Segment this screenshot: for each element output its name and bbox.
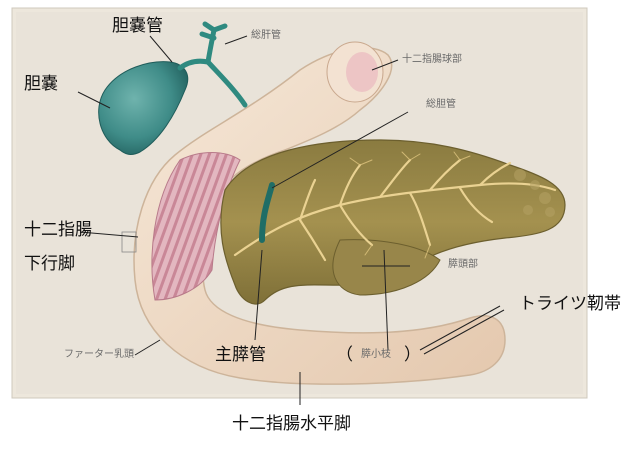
label-paren-close: ） [404,347,421,364]
label-cystic-duct: 胆嚢管 [112,18,163,35]
label-main-pancreatic-duct: 主膵管 [215,347,266,364]
label-pancreas-head: 膵頭部 [448,260,478,270]
label-descending-duodenum-2: 下行脚 [24,256,75,273]
label-duct-branch: 膵小枝 [361,350,391,360]
label-paren-open: （ [336,347,353,364]
label-treitz-ligament: トライツ靭帯 [519,296,621,313]
label-common-bile-duct: 総胆管 [426,100,456,110]
label-descending-duodenum-1: 十二指腸 [24,222,92,239]
label-papilla-vater: ファーター乳頭 [64,350,134,360]
label-horizontal-duodenum: 十二指腸水平脚 [232,416,351,433]
label-gallbladder: 胆嚢 [24,76,58,93]
label-duodenal-bulb: 十二指腸球部 [402,55,462,65]
label-common-hepatic-duct: 総肝管 [251,31,281,41]
